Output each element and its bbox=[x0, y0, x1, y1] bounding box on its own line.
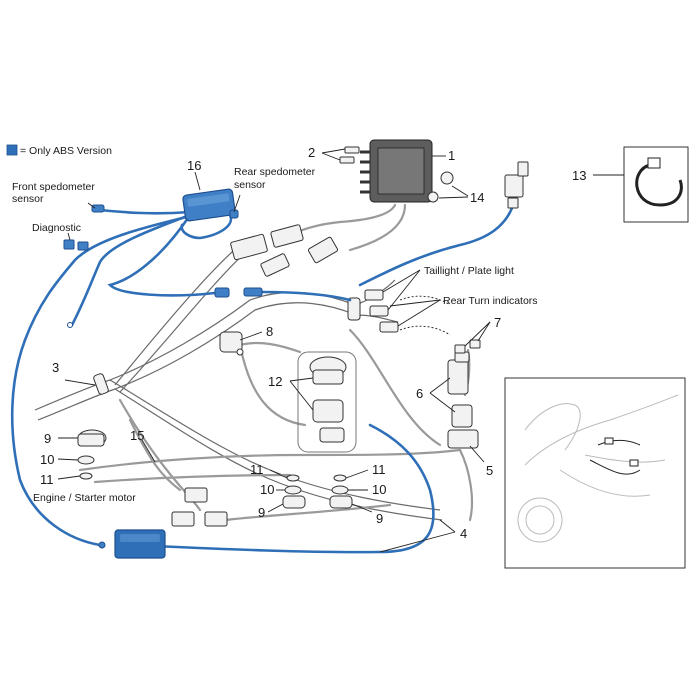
bolts-2 bbox=[339, 146, 360, 164]
callout-10c: 10 bbox=[372, 482, 386, 497]
callout-11c: 11 bbox=[372, 462, 386, 477]
callout-10b: 10 bbox=[260, 482, 274, 497]
connector-6-5 bbox=[447, 351, 479, 449]
label-rear-speedo-line1: Rear spedometer bbox=[234, 166, 316, 178]
terminal-group-left bbox=[77, 429, 107, 480]
callout-15: 15 bbox=[130, 428, 144, 443]
label-front-speedo-line1: Front spedometer bbox=[12, 181, 95, 193]
main-harness bbox=[34, 244, 443, 521]
terminal-group-center bbox=[282, 474, 353, 509]
fuses-7 bbox=[454, 339, 481, 354]
callout-6: 6 bbox=[416, 386, 423, 401]
connectors-15 bbox=[171, 487, 228, 527]
regulator-1 bbox=[288, 139, 433, 252]
callout-numbers: 1 2 3 4 5 6 7 8 9 9 9 10 10 10 11 11 11 … bbox=[40, 145, 586, 541]
abs-wires bbox=[10, 206, 514, 554]
abs-module-16 bbox=[182, 188, 236, 222]
relay-group-12 bbox=[297, 351, 357, 453]
callout-10a: 10 bbox=[40, 452, 54, 467]
grey-wires bbox=[78, 328, 474, 522]
clip-8 bbox=[219, 331, 244, 356]
callout-11b: 11 bbox=[250, 462, 264, 477]
callout-3: 3 bbox=[52, 360, 59, 375]
label-engine-starter: Engine / Starter motor bbox=[33, 492, 136, 504]
callout-8: 8 bbox=[266, 324, 273, 339]
grommets-14 bbox=[427, 171, 454, 203]
callout-11a: 11 bbox=[40, 472, 54, 487]
connectors-upper bbox=[230, 161, 529, 277]
label-front-speedo-line2: sensor bbox=[12, 193, 44, 205]
callout-2: 2 bbox=[308, 145, 315, 160]
callout-9a: 9 bbox=[44, 431, 51, 446]
callout-7: 7 bbox=[494, 315, 501, 330]
label-taillight: Taillight / Plate light bbox=[424, 265, 514, 277]
callout-9c: 9 bbox=[376, 511, 383, 526]
leader-lines bbox=[57, 148, 624, 553]
callout-1: 1 bbox=[448, 148, 455, 163]
legend: = Only ABS Version bbox=[6, 144, 112, 157]
callout-4: 4 bbox=[460, 526, 467, 541]
callout-5: 5 bbox=[486, 463, 493, 478]
label-rear-speedo-line2: sensor bbox=[234, 179, 266, 191]
rear-connectors bbox=[364, 289, 451, 336]
callout-14: 14 bbox=[470, 190, 484, 205]
callout-9b: 9 bbox=[258, 505, 265, 520]
abs-connectors bbox=[63, 204, 263, 559]
callout-16: 16 bbox=[187, 158, 201, 173]
legend-swatch bbox=[6, 144, 18, 156]
legend-text: = Only ABS Version bbox=[20, 145, 112, 157]
motorcycle-inset bbox=[504, 377, 686, 569]
label-diagnostic: Diagnostic bbox=[32, 222, 81, 234]
label-rear-turn: Rear Turn indicators bbox=[443, 295, 538, 307]
callout-12: 12 bbox=[268, 374, 282, 389]
callout-13: 13 bbox=[572, 168, 586, 183]
strap-13 bbox=[623, 146, 689, 223]
text-labels: Front spedometer sensor Rear spedometer … bbox=[12, 166, 538, 504]
